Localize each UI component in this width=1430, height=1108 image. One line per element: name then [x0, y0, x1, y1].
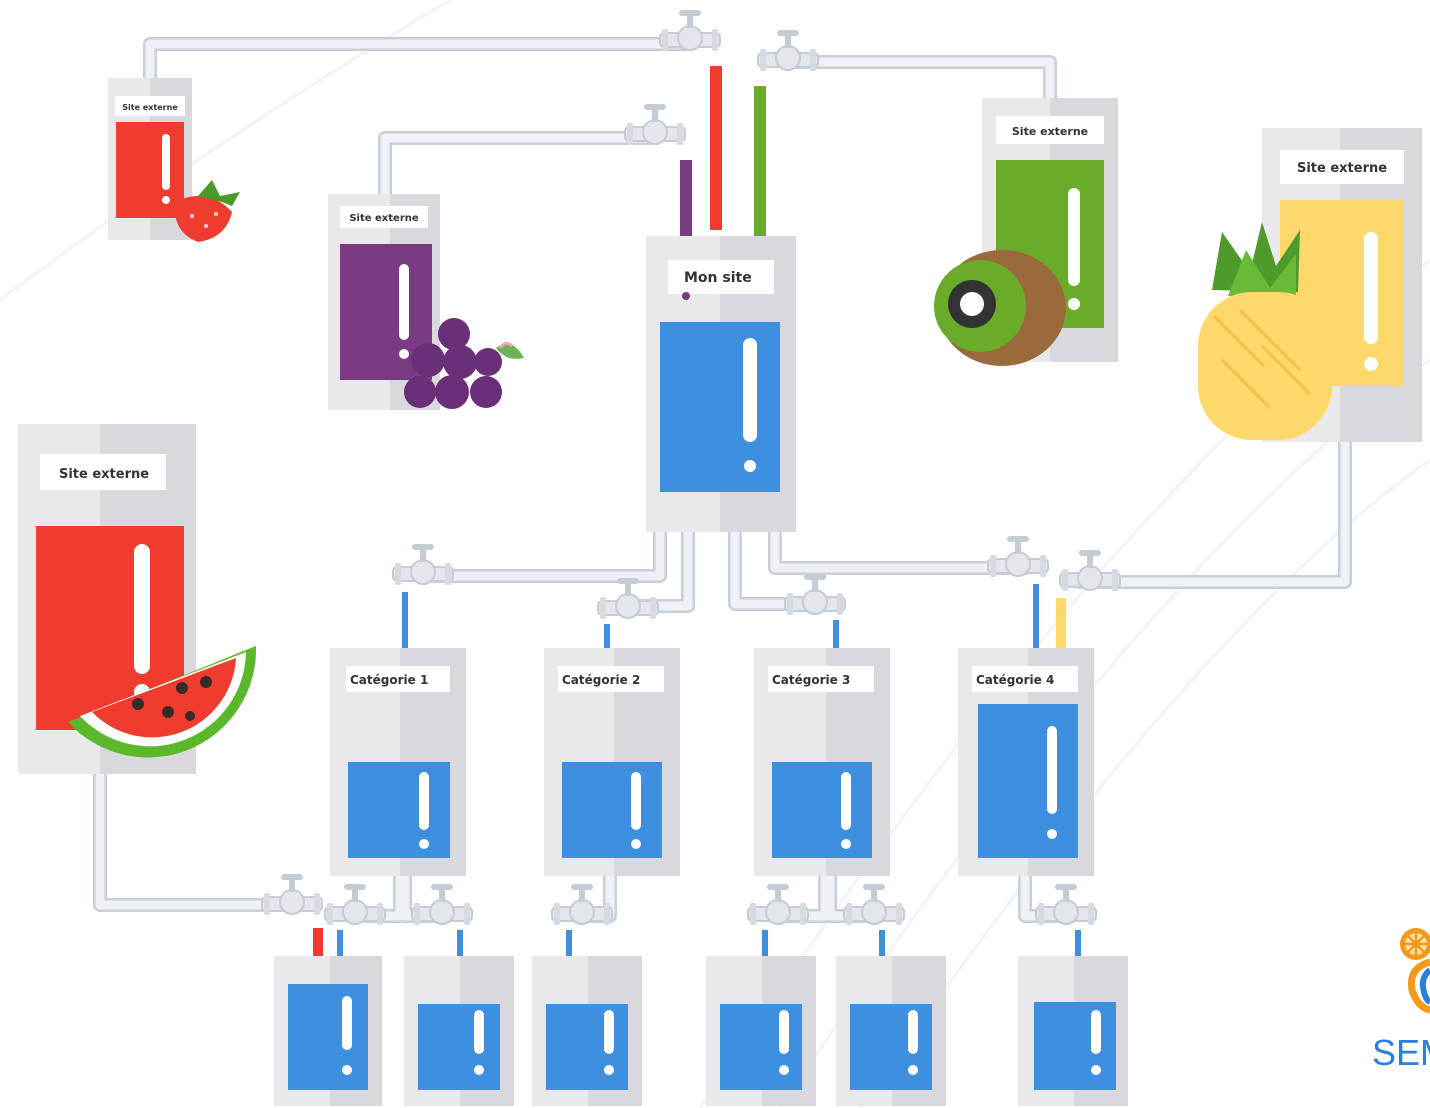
faucet-icon: [659, 9, 721, 52]
watermelon-icon: [68, 646, 257, 758]
site-label: Site externe: [349, 213, 419, 224]
sub-page-1: [274, 956, 382, 1106]
grape-icon: [404, 318, 524, 409]
faucet-icon: [1059, 549, 1121, 592]
faucet-icon: [392, 543, 454, 586]
brand-logo: [1366, 904, 1430, 1088]
kiwi-icon: [934, 250, 1066, 366]
orange-logo-icon: [1400, 928, 1430, 1014]
category-label: Catégorie 4: [976, 673, 1054, 687]
external-site-strawberry: Site externe: [108, 78, 240, 242]
faucet-icon: [1035, 883, 1097, 926]
external-site-watermelon: Site externe: [18, 424, 257, 774]
strawberry-icon: [174, 180, 240, 242]
faucet-icon: [597, 577, 659, 620]
main-site-label: Mon site: [684, 270, 752, 286]
brand-text: SEM: [1372, 1032, 1430, 1073]
external-site-pineapple: Site externe: [1198, 128, 1422, 442]
sub-page-5: [836, 956, 946, 1106]
sub-page-3: [532, 956, 642, 1106]
external-site-grape: Site externe: [328, 194, 524, 410]
faucet-icon: [843, 883, 905, 926]
category-label: Catégorie 2: [562, 673, 640, 687]
external-site-kiwi: Site externe: [934, 98, 1118, 366]
sub-page-4: [706, 956, 816, 1106]
faucet-icon: [624, 103, 686, 146]
faucet-icon: [757, 29, 819, 72]
category-2: Catégorie 2: [544, 648, 680, 876]
pineapple-icon: [1198, 222, 1332, 440]
site-label: Site externe: [122, 103, 178, 112]
faucet-icon: [747, 883, 809, 926]
faucet-icon: [784, 573, 846, 616]
faucet-icon: [987, 535, 1049, 578]
site-label: Site externe: [59, 467, 149, 482]
site-label: Site externe: [1297, 161, 1387, 176]
category-1: Catégorie 1: [330, 648, 466, 876]
faucet-icon: [261, 873, 323, 916]
category-4: Catégorie 4: [958, 648, 1094, 876]
sub-page-6: [1018, 956, 1128, 1106]
sub-page-2: [404, 956, 514, 1106]
site-label: Site externe: [1012, 125, 1088, 138]
faucet-icon: [324, 883, 386, 926]
category-label: Catégorie 1: [350, 673, 428, 687]
faucet-icon: [411, 883, 473, 926]
category-label: Catégorie 3: [772, 673, 850, 687]
category-3: Catégorie 3: [754, 648, 890, 876]
main-site: Mon site: [646, 236, 796, 532]
